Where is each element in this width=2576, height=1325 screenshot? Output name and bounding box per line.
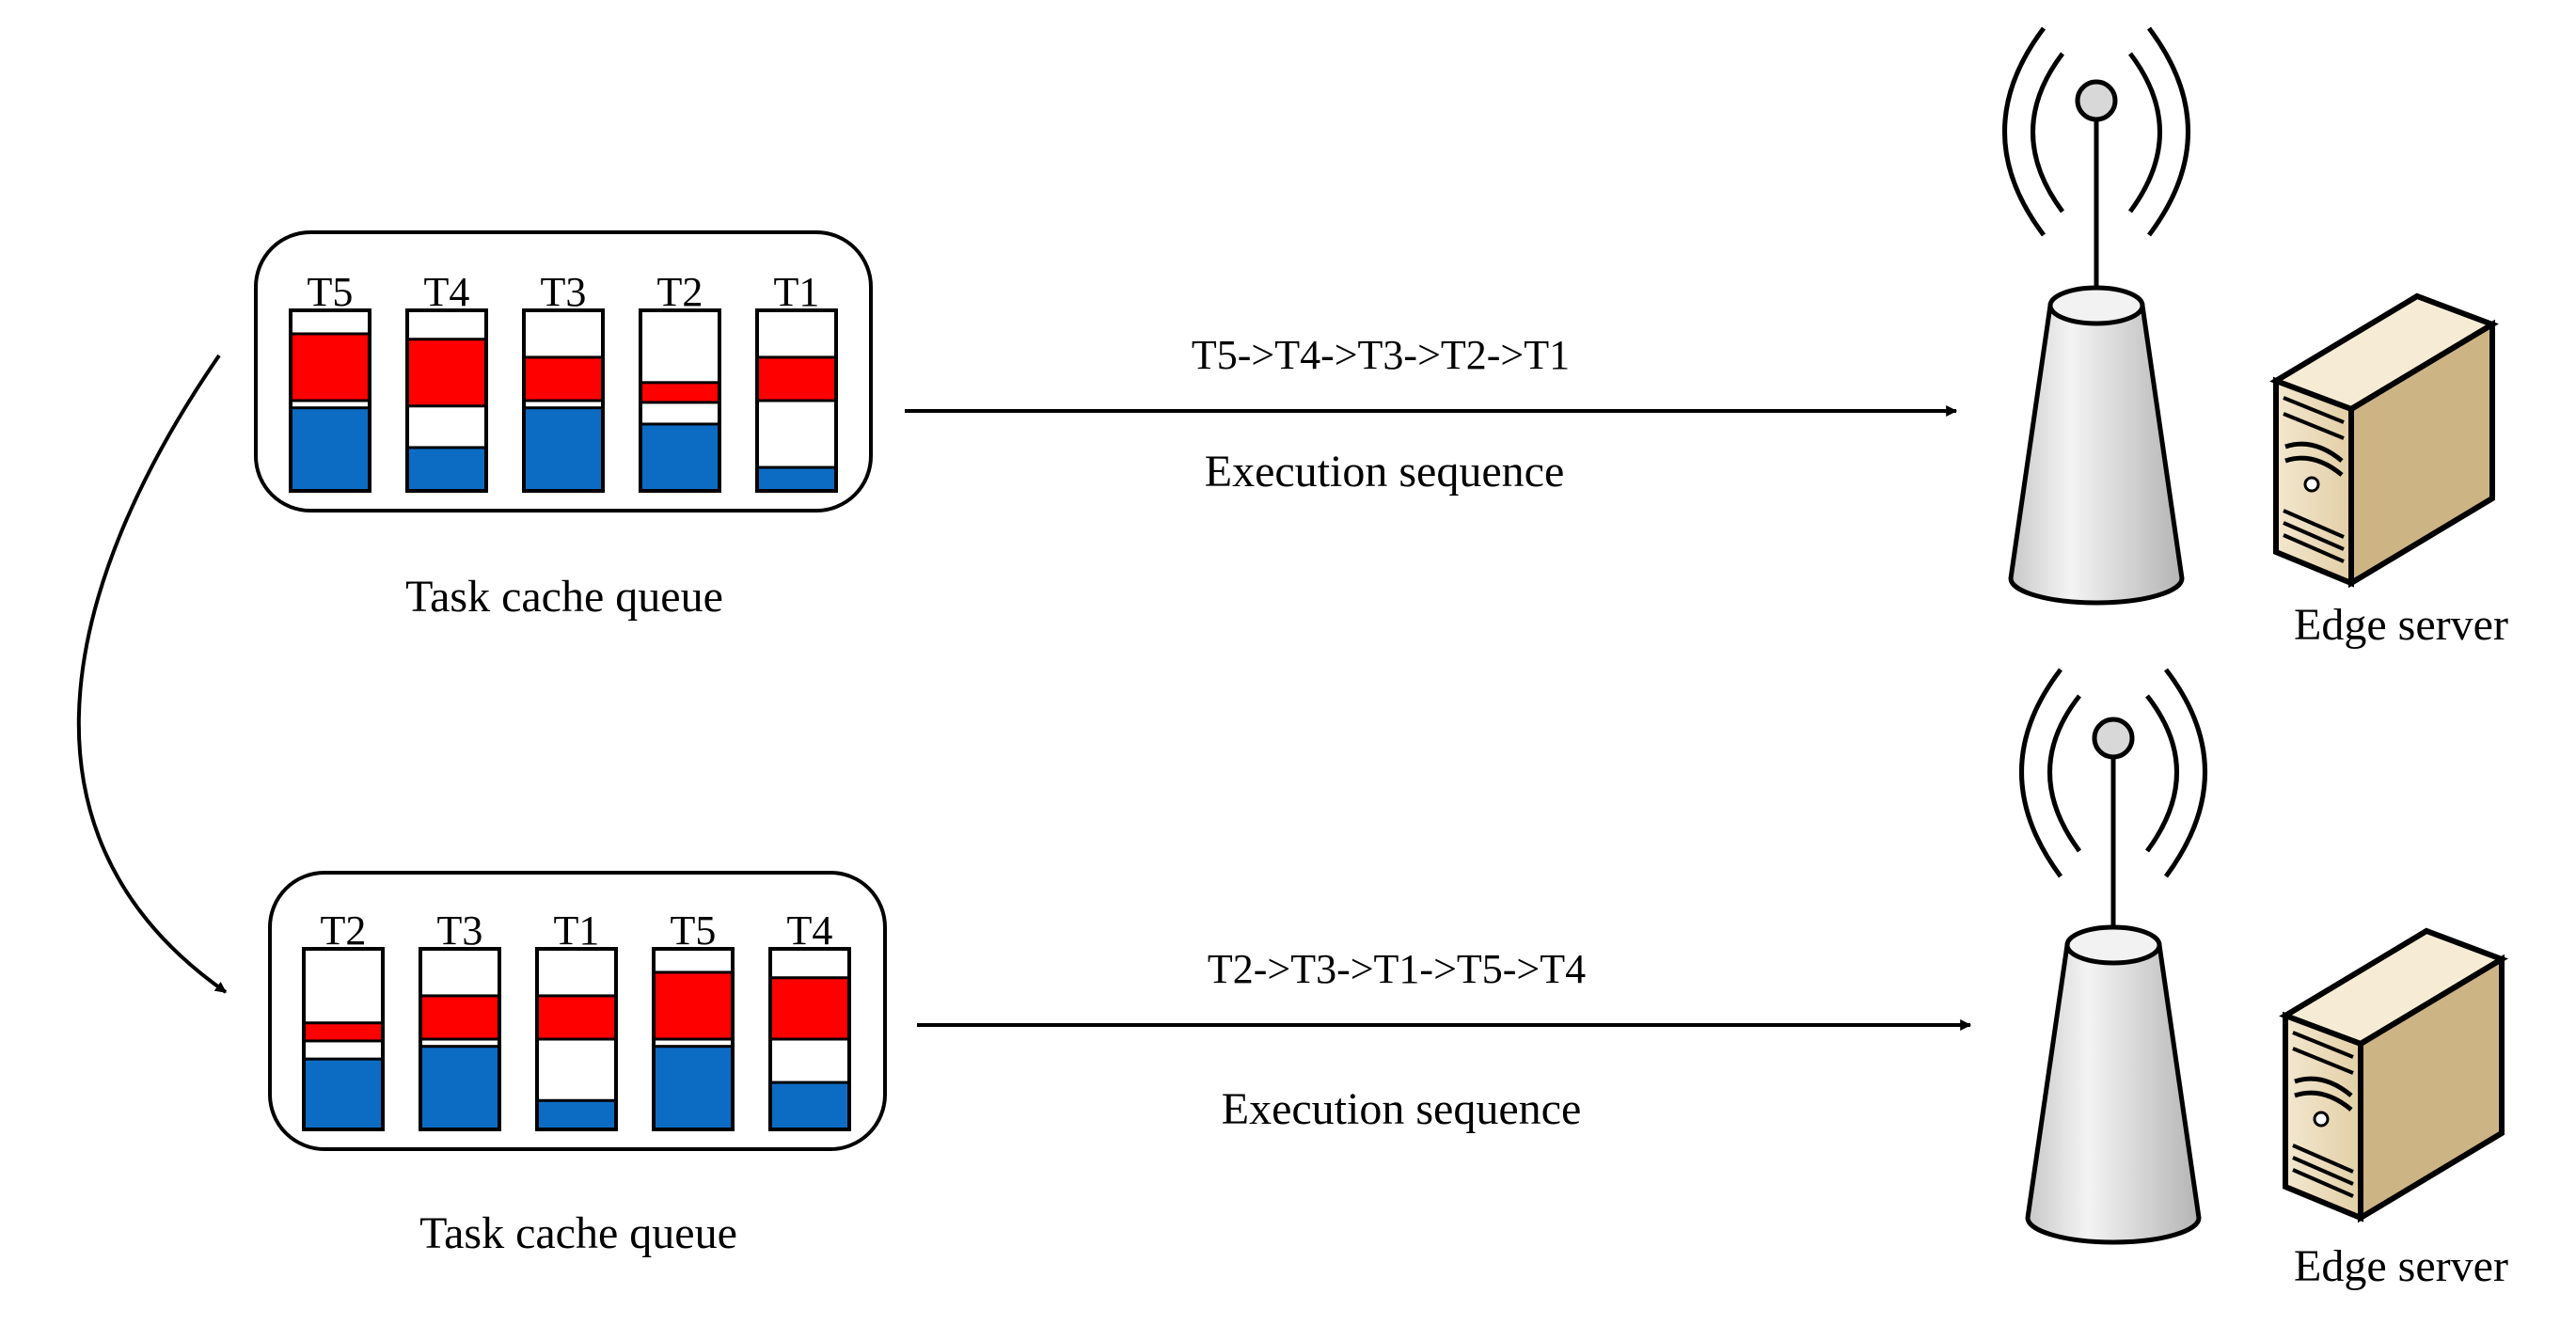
server-icon (2269, 292, 2499, 589)
task-red-segment (405, 338, 488, 408)
task-bar-outline (419, 947, 501, 1131)
task-bar: T5 (652, 907, 735, 1131)
task-bar-outline (639, 308, 721, 493)
task-label: T3 (541, 269, 587, 315)
sequence-label-2: Execution sequence (1222, 1084, 1582, 1134)
task-blue-segment (535, 1098, 618, 1131)
antenna-tip-icon (2092, 717, 2135, 760)
server-label-2: Edge server (2294, 1241, 2508, 1291)
tower-body (2025, 942, 2202, 1245)
task-red-segment (522, 355, 605, 402)
task-blue-segment (522, 406, 605, 493)
task-red-segment (768, 976, 851, 1041)
tower-top (2064, 924, 2162, 966)
task-bar-outline (535, 947, 618, 1131)
task-red-segment (419, 994, 501, 1041)
task-bar: T4 (768, 907, 851, 1131)
task-list-1: T5 T4 T3 T2 T1 (289, 269, 838, 493)
signal-waves-left-icon (2002, 26, 2065, 237)
antenna-tip-icon (2075, 79, 2118, 122)
task-blue-segment (405, 446, 488, 493)
tower-body (2008, 303, 2185, 606)
server-icon (2279, 927, 2508, 1223)
task-blue-segment (419, 1045, 501, 1131)
task-red-segment (302, 1021, 385, 1043)
task-label: T1 (774, 269, 820, 315)
task-red-segment (652, 970, 735, 1041)
task-red-segment (289, 332, 371, 402)
queue-label-1: Task cache queue (405, 572, 723, 622)
task-bar-outline (755, 308, 838, 493)
edge-server-2: Edge server (2279, 927, 2508, 1291)
task-bar: T5 (289, 269, 371, 493)
task-bar-outline (405, 308, 488, 493)
signal-waves-right-icon (2127, 26, 2190, 237)
task-label: T5 (308, 269, 354, 315)
reorder-arrow (76, 354, 228, 994)
task-bar-outline (522, 308, 605, 493)
sequence-text-2: T2->T3->T1->T5->T4 (1208, 946, 1586, 992)
edge-server-1: Edge server (2269, 292, 2508, 650)
queue-group-1: T5 T4 T3 T2 T1 Task cache queue (254, 230, 873, 622)
task-blue-segment (289, 406, 371, 493)
sequence-label-1: Execution sequence (1205, 447, 1565, 497)
task-label: T3 (437, 907, 483, 954)
task-blue-segment (302, 1057, 385, 1131)
task-label: T5 (671, 907, 717, 954)
queue-group-2: T2 T3 T1 T5 T4 Task cache queue (268, 871, 887, 1258)
task-bar: T2 (639, 269, 721, 493)
task-bar: T1 (755, 269, 838, 493)
task-label: T4 (424, 269, 470, 315)
task-label: T1 (554, 907, 600, 954)
task-bar: T1 (535, 907, 618, 1131)
tower-1 (2002, 26, 2190, 606)
queue-label-2: Task cache queue (419, 1208, 737, 1258)
task-bar: T2 (302, 907, 385, 1131)
task-list-2: T2 T3 T1 T5 T4 (302, 907, 851, 1131)
tower-2 (2019, 668, 2207, 1245)
task-bar: T4 (405, 269, 488, 493)
sequence-text-1: T5->T4->T3->T2->T1 (1192, 332, 1570, 378)
task-bar-outline (652, 947, 735, 1131)
task-blue-segment (652, 1045, 735, 1131)
task-red-segment (639, 381, 721, 404)
task-label: T4 (787, 907, 833, 954)
task-bar-outline (768, 947, 851, 1131)
task-bar: T3 (419, 907, 501, 1131)
task-blue-segment (755, 465, 838, 493)
tower-top (2047, 285, 2145, 326)
task-blue-segment (768, 1081, 851, 1131)
task-bar: T3 (522, 269, 605, 493)
task-bar-outline (302, 947, 385, 1131)
signal-waves-right-icon (2144, 668, 2207, 878)
task-label: T2 (321, 907, 367, 954)
task-red-segment (755, 355, 838, 402)
signal-waves-left-icon (2019, 668, 2082, 878)
task-label: T2 (657, 269, 703, 315)
task-blue-segment (639, 422, 721, 493)
task-red-segment (535, 994, 618, 1041)
server-label-1: Edge server (2294, 600, 2508, 650)
task-bar-outline (289, 308, 371, 493)
